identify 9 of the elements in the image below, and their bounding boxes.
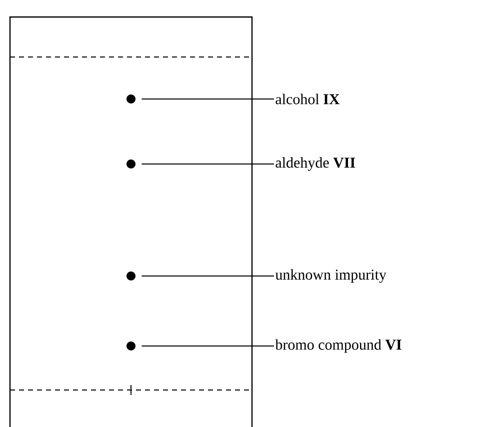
spot xyxy=(126,272,136,280)
spot-label: bromo compound VI xyxy=(275,339,402,353)
spot xyxy=(126,94,136,104)
spot xyxy=(126,160,136,168)
leader-line xyxy=(141,98,274,100)
spot-label: unknown impurity xyxy=(275,269,386,283)
spot xyxy=(126,342,136,350)
spot-label: alcohol IX xyxy=(276,94,340,104)
spot-label: aldehyde VII xyxy=(276,157,356,171)
